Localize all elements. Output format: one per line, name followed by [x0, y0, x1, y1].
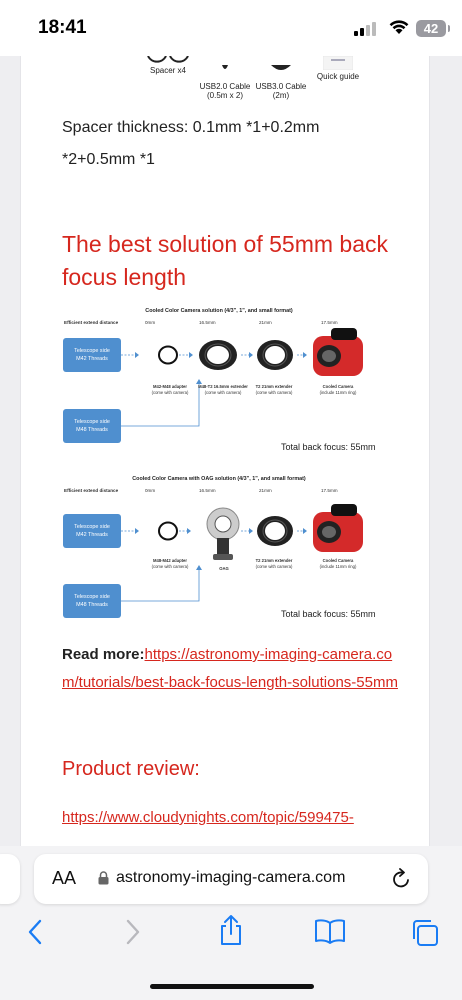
- forward-button[interactable]: [124, 918, 142, 951]
- diagram-connectors: [121, 528, 307, 602]
- quick-guide-icon: [323, 56, 353, 70]
- back-button[interactable]: [26, 918, 44, 951]
- extender-21-icon: [257, 516, 293, 546]
- row-label: Efficient extend distance: [64, 488, 119, 493]
- section-heading: The best solution of 55mm back focus len…: [62, 231, 388, 290]
- telescope-m42-box: Telescope side M42 Threads: [63, 338, 121, 372]
- share-button[interactable]: [218, 914, 244, 951]
- product-review-link[interactable]: https://www.cloudynights.com/topic/59947…: [62, 809, 354, 826]
- read-more-label: Read more:: [62, 646, 145, 663]
- accessory-quick-guide: Quick guide: [315, 56, 361, 81]
- accessory-spacer: Spacer x4: [143, 56, 193, 75]
- previous-tab-preview[interactable]: [0, 854, 20, 904]
- part-label: OAG: [219, 566, 229, 571]
- telescope-m48-box: Telescope side M48 Threads: [63, 409, 121, 443]
- accessory-usb3: USB3.0 Cable (2m): [253, 56, 309, 100]
- distance-label: 0mm: [145, 320, 156, 325]
- bookmarks-button[interactable]: [314, 918, 346, 949]
- distance-label: 21mm: [259, 488, 272, 493]
- battery-indicator: 42: [416, 20, 450, 37]
- navigation-bar: [0, 915, 462, 958]
- telescope-m48-box: Telescope side M48 Threads: [63, 584, 121, 618]
- browser-toolbar: AA astronomy-imaging-camera.com: [0, 846, 462, 1000]
- part-label: T2 21mm extender(come with camera): [255, 384, 293, 395]
- book-icon: [315, 919, 345, 944]
- accessory-label: USB2.0 Cable (0.5m x 2): [199, 82, 251, 100]
- extender-16-icon: [199, 340, 237, 370]
- part-label: M48-M42 adapter(come with camera): [151, 558, 189, 569]
- diagram-oag: Cooled Color Camera with OAG solution (4…: [59, 476, 379, 626]
- cellular-signal-icon: [354, 22, 376, 36]
- distance-label: 17.5mm: [321, 320, 338, 325]
- telescope-m42-box: Telescope side M42 Threads: [63, 514, 121, 548]
- part-label: Cooled Camera(include 11mm ring): [319, 384, 357, 395]
- row-label: Efficient extend distance: [64, 320, 119, 325]
- distance-label: 17.5mm: [321, 488, 338, 493]
- cooled-camera-icon: [313, 504, 363, 552]
- distance-label: 21mm: [259, 320, 272, 325]
- wifi-icon: [389, 20, 409, 34]
- adapter-ring-icon: [158, 345, 178, 365]
- chevron-left-icon: [28, 919, 42, 945]
- accessory-usb2: USB2.0 Cable (0.5m x 2): [197, 56, 253, 100]
- diagram-title: Cooled Color Camera solution (4/3", 1", …: [145, 308, 293, 314]
- product-review-heading: Product review:: [62, 758, 200, 780]
- reload-icon[interactable]: [392, 868, 412, 890]
- home-indicator: [150, 984, 314, 989]
- status-bar: 18:41 42: [0, 0, 462, 56]
- part-label: Cooled Camera(include 11mm ring): [319, 558, 357, 569]
- spacer-thickness-text: Spacer thickness: 0.1mm *1+0.2mm *2+0.5m…: [62, 119, 320, 168]
- usb3-cable-icon: [271, 65, 291, 70]
- spacer-rings-icon: [147, 56, 189, 63]
- lock-icon: [98, 871, 109, 885]
- oag-icon: [206, 507, 240, 560]
- status-time: 18:41: [38, 17, 87, 38]
- address-bar[interactable]: AA astronomy-imaging-camera.com: [34, 854, 428, 904]
- tabs-icon: [413, 920, 438, 946]
- read-more-link[interactable]: https://astronomy-imaging-camera.com/tut…: [62, 646, 398, 691]
- total-back-focus: Total back focus: 55mm: [281, 442, 376, 452]
- reader-options-button[interactable]: AA: [52, 868, 77, 888]
- accessory-label: Spacer x4: [149, 66, 187, 75]
- diagram-title: Cooled Color Camera with OAG solution (4…: [132, 476, 306, 482]
- distance-label: 16.5mm: [199, 488, 216, 493]
- part-label: M48-T2 16.5mm extender(come with camera): [198, 384, 248, 395]
- diagram-connectors: [121, 352, 307, 427]
- usb2-cable-icon: [222, 65, 228, 69]
- extender-21-icon: [257, 340, 293, 370]
- part-label: M42-M48 adapter(come with camera): [151, 384, 189, 395]
- diagram-basic: Cooled Color Camera solution (4/3", 1", …: [59, 308, 379, 458]
- share-icon: [221, 915, 241, 945]
- part-label: T2 21mm extender(come with camera): [255, 558, 293, 569]
- accessory-label: Quick guide: [316, 72, 360, 81]
- total-back-focus: Total back focus: 55mm: [281, 609, 376, 619]
- web-page[interactable]: Spacer x4 USB2.0 Cable (0.5m x 2) USB3.0…: [20, 56, 430, 846]
- accessory-label: USB3.0 Cable (2m): [255, 82, 307, 100]
- url-text[interactable]: astronomy-imaging-camera.com: [116, 869, 346, 886]
- adapter-ring-icon: [158, 521, 178, 541]
- read-more: Read more:https://astronomy-imaging-came…: [62, 641, 402, 697]
- distance-label: 0mm: [145, 488, 156, 493]
- tabs-button[interactable]: [410, 918, 440, 953]
- chevron-right-icon: [126, 919, 140, 945]
- cooled-camera-icon: [313, 328, 363, 376]
- distance-label: 16.5mm: [199, 320, 216, 325]
- accessories-row: Spacer x4 USB2.0 Cable (0.5m x 2) USB3.0…: [21, 56, 429, 100]
